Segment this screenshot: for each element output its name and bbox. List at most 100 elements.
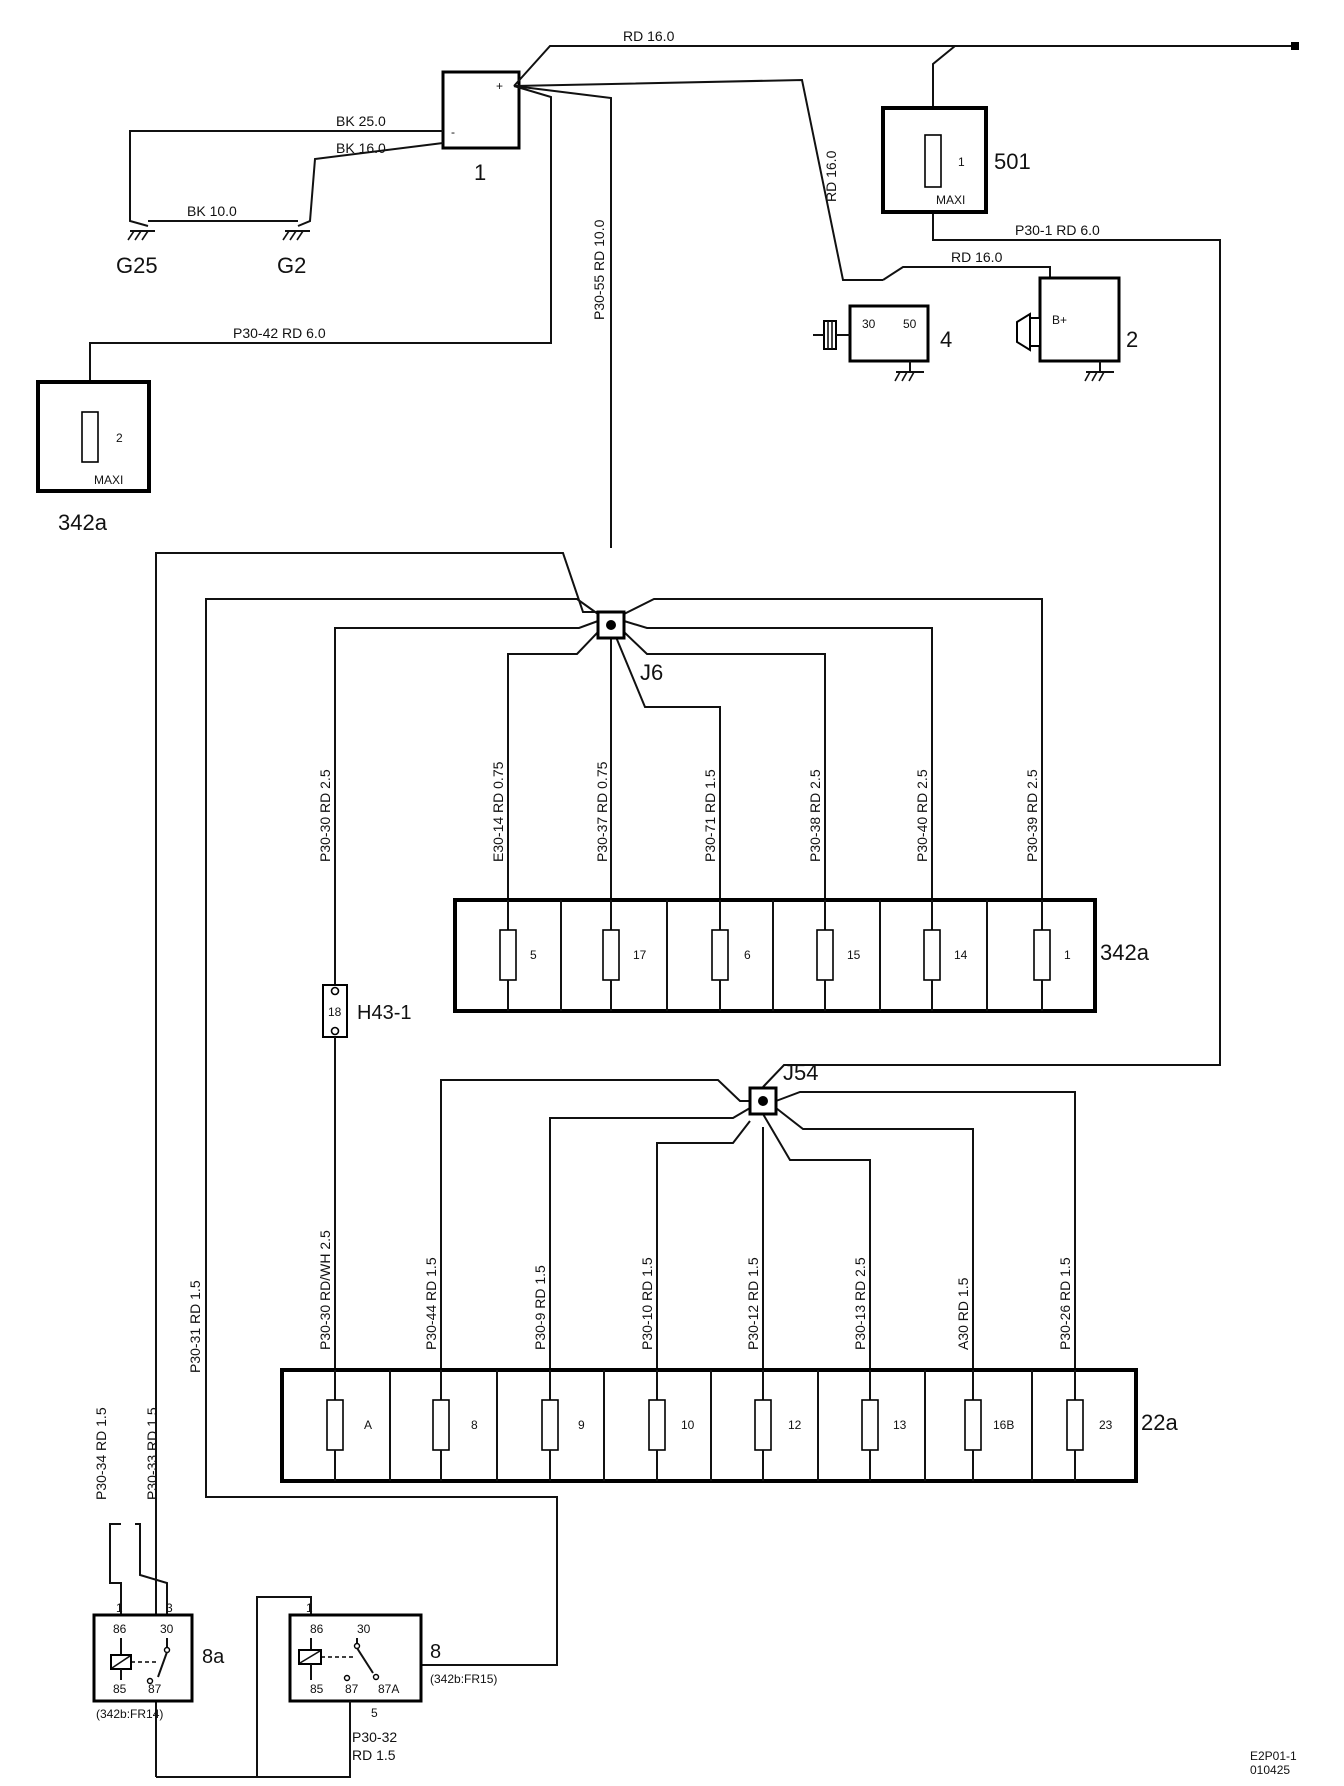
relay-8a-86: 86 xyxy=(113,1622,127,1636)
relay-8-86: 86 xyxy=(310,1622,324,1636)
fusebox-22a-fuse-8: 23 xyxy=(1099,1418,1113,1432)
connector-h43-id: H43-1 xyxy=(357,1002,411,1024)
j6-wires: J6 xyxy=(155,552,1043,1777)
fuse-501-num: 1 xyxy=(958,155,965,169)
generator-id: 2 xyxy=(1126,327,1138,352)
battery-positive-wires: RD 16.0 P30-55 RD 10.0 P30-42 RD 6.0 RD … xyxy=(89,28,1299,1088)
fusebox-342a-fuse-5: 14 xyxy=(954,948,968,962)
relay-8a-pin3: 3 xyxy=(166,1601,173,1615)
wire-p30-31-label: P30-31 RD 1.5 xyxy=(187,1280,203,1373)
fusebox-22a: A 8 9 10 12 13 16B 23 22a xyxy=(280,1368,1178,1483)
wire-p30-10-label: P30-10 RD 1.5 xyxy=(639,1257,655,1350)
wire-p30-34-label: P30-34 RD 1.5 xyxy=(93,1407,109,1500)
relay-8a-ref: (342b:FR14) xyxy=(96,1707,163,1721)
connector-h43-pin: 18 xyxy=(328,1005,342,1019)
fusebox-342a-id: 342a xyxy=(1100,940,1150,965)
fuse-501-type: MAXI xyxy=(936,193,965,207)
wire-p30-12-label: P30-12 RD 1.5 xyxy=(745,1257,761,1350)
wire-p30-32-label-a: P30-32 xyxy=(352,1729,397,1745)
junction-j6-label: J6 xyxy=(640,660,663,685)
wire-bk16-label: BK 16.0 xyxy=(336,140,386,156)
fusebox-22a-fuse-3: 9 xyxy=(578,1418,585,1432)
battery-plus-label: + xyxy=(496,79,503,93)
wire-p30-44-label: P30-44 RD 1.5 xyxy=(423,1257,439,1350)
battery: + - 1 xyxy=(441,70,521,185)
fusebox-22a-fuse-2: 8 xyxy=(471,1418,478,1432)
wire-rd16-horn-label: RD 16.0 xyxy=(951,249,1003,265)
relay-8a-85: 85 xyxy=(113,1682,127,1696)
junction-j6-box xyxy=(596,610,626,640)
fusebox-22a-fuse-5: 12 xyxy=(788,1418,802,1432)
relay-8-ref: (342b:FR15) xyxy=(430,1672,497,1686)
ground-g25-label: G25 xyxy=(116,253,158,278)
wire-rd16-top-label: RD 16.0 xyxy=(623,28,675,44)
generator: B+ 2 xyxy=(1016,276,1138,382)
fuse-501-id: 501 xyxy=(994,149,1031,174)
relay-8a-switch-icon xyxy=(157,1651,168,1678)
ground-g25: G25 xyxy=(116,230,158,278)
relay-8a-pin1: 1 xyxy=(116,1601,123,1615)
fusebox-342a-fuse-6: 1 xyxy=(1064,948,1071,962)
wire-p30-32-label-b: RD 1.5 xyxy=(352,1747,396,1763)
wire-p30-13-label: P30-13 RD 2.5 xyxy=(852,1257,868,1350)
wire-e30-14-label: E30-14 RD 0.75 xyxy=(490,761,506,862)
wire-p30-38-label: P30-38 RD 2.5 xyxy=(807,769,823,862)
footer-code: E2P01-1 xyxy=(1250,1749,1297,1763)
relay-8a-87: 87 xyxy=(148,1682,162,1696)
generator-pulley-icon xyxy=(1016,312,1031,352)
battery-id: 1 xyxy=(474,160,486,185)
fusebox-342a-fuse-3: 6 xyxy=(744,948,751,962)
wire-p30-39-label: P30-39 RD 2.5 xyxy=(1024,769,1040,862)
battery-minus-label: - xyxy=(451,125,455,139)
wire-p30-71-label: P30-71 RD 1.5 xyxy=(702,769,718,862)
fusebox-342a: 5 17 6 15 14 1 342a xyxy=(453,898,1150,1013)
relay-8-pin1: 1 xyxy=(306,1601,313,1615)
wire-rd16-vert-label: RD 16.0 xyxy=(823,150,839,202)
starter-gear-icon xyxy=(823,320,837,350)
fusebox-22a-fuse-7: 16B xyxy=(993,1418,1014,1432)
wire-p30-37-label: P30-37 RD 0.75 xyxy=(594,761,610,862)
wire-p30-33-label: P30-33 RD 1.5 xyxy=(144,1407,160,1500)
ground-wires: BK 25.0 BK 16.0 BK 10.0 xyxy=(129,113,444,227)
footer-date: 010425 xyxy=(1250,1763,1290,1777)
fuse-342a-maxi: 2 MAXI 342a xyxy=(36,380,151,535)
fusebox-342a-fuse-2: 17 xyxy=(633,948,647,962)
relay-8a-30: 30 xyxy=(160,1622,174,1636)
wire-bk10-label: BK 10.0 xyxy=(187,203,237,219)
junction-j54-label: J54 xyxy=(783,1060,818,1085)
relay-8-85: 85 xyxy=(310,1682,324,1696)
wire-p30-1-label: P30-1 RD 6.0 xyxy=(1015,222,1100,238)
j54-wire-labels: P30-30 RD/WH 2.5 P30-44 RD 1.5 P30-9 RD … xyxy=(317,1230,1073,1350)
wire-bk25-label: BK 25.0 xyxy=(336,113,386,129)
relay-8-id: 8 xyxy=(430,1641,441,1663)
wire-p30-30wh-label: P30-30 RD/WH 2.5 xyxy=(317,1230,333,1350)
fuse-342a-maxi-type: MAXI xyxy=(94,473,123,487)
connector-h43-1: 18 H43-1 xyxy=(322,984,411,1370)
starter-id: 4 xyxy=(940,327,952,352)
fusebox-342a-fuse-1: 5 xyxy=(530,948,537,962)
fusebox-22a-fuse-1: A xyxy=(364,1418,372,1432)
fuse-342a-maxi-id: 342a xyxy=(58,510,108,535)
relay-8a: P30-34 RD 1.5 P30-33 RD 1.5 1 3 86 30 85… xyxy=(92,1407,225,1721)
ground-g2-label: G2 xyxy=(277,253,306,278)
relay-8-30: 30 xyxy=(357,1622,371,1636)
starter-t50: 50 xyxy=(903,317,917,331)
wire-p30-26-label: P30-26 RD 1.5 xyxy=(1057,1257,1073,1350)
fusebox-22a-id: 22a xyxy=(1141,1410,1178,1435)
terminal-dot xyxy=(1291,42,1299,50)
fuse-501: 1 MAXI 501 xyxy=(881,106,1031,214)
wire-p30-9-label: P30-9 RD 1.5 xyxy=(532,1265,548,1350)
starter-motor: 30 50 4 xyxy=(813,304,952,382)
wire-p30-42-label: P30-42 RD 6.0 xyxy=(233,325,326,341)
wire-p30-30-label: P30-30 RD 2.5 xyxy=(317,769,333,862)
j54-wires: J54 xyxy=(440,1060,1076,1370)
wire-p30-40-label: P30-40 RD 2.5 xyxy=(914,769,930,862)
wire-a30-label: A30 RD 1.5 xyxy=(955,1277,971,1350)
relay-8-87: 87 xyxy=(345,1682,359,1696)
relay-8-pin5: 5 xyxy=(371,1706,378,1720)
fusebox-22a-fuse-4: 10 xyxy=(681,1418,695,1432)
j6-wire-labels: E30-14 RD 0.75 P30-37 RD 0.75 P30-71 RD … xyxy=(187,761,1040,1373)
fusebox-342a-fuse-4: 15 xyxy=(847,948,861,962)
ground-g2: G2 xyxy=(277,230,310,278)
